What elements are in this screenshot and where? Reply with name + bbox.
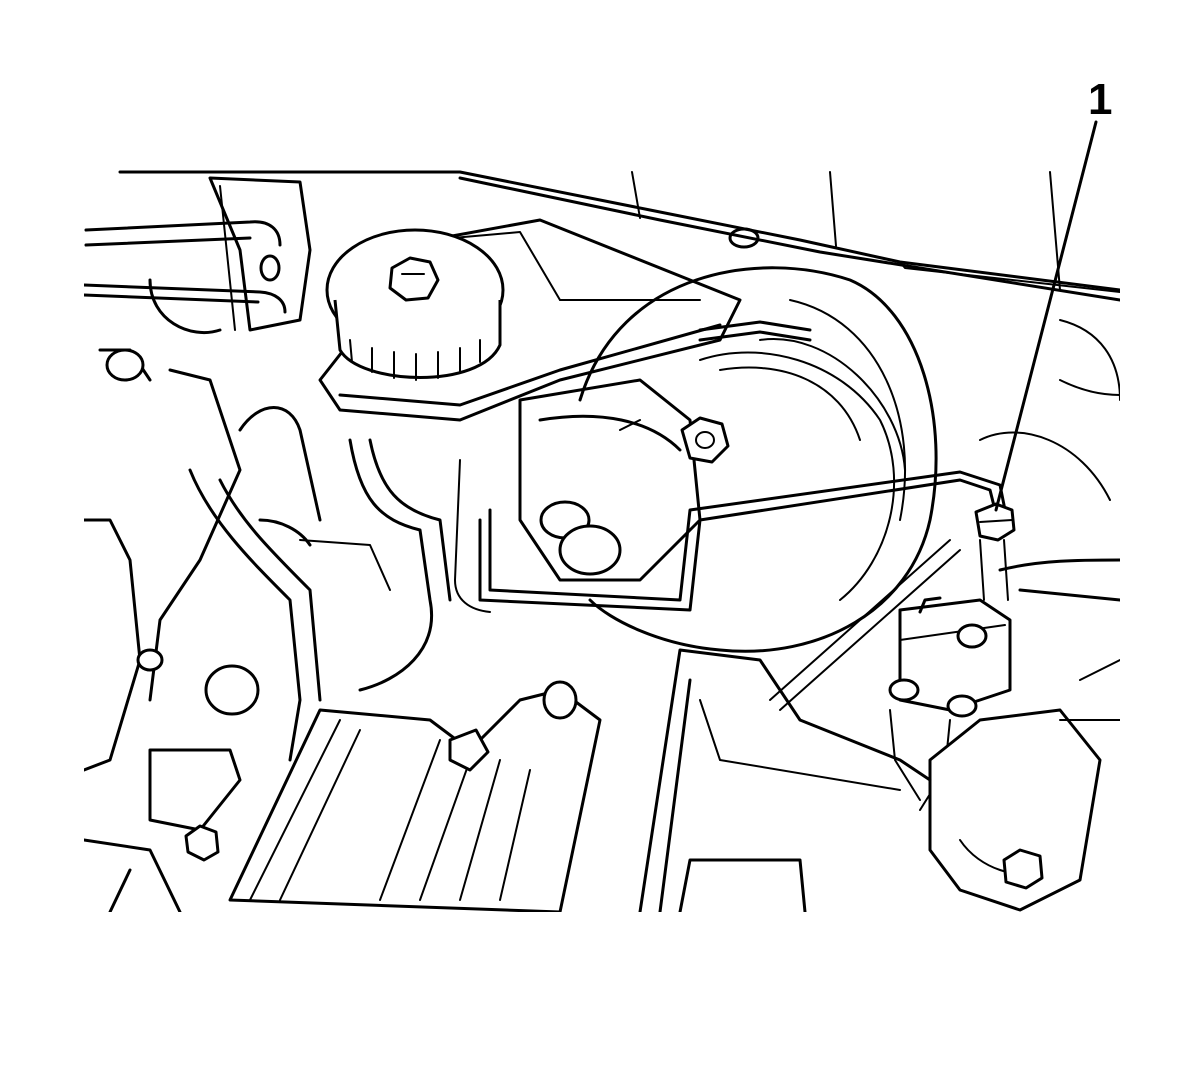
firewall-panel [118, 170, 1120, 401]
master-cylinder [518, 320, 812, 582]
left-hoses [84, 176, 312, 335]
left-engine-components [84, 348, 452, 772]
brake-pipe-fitting [974, 502, 1016, 601]
brake-fluid-reservoir [318, 218, 742, 422]
callout-1: 1 [994, 75, 1112, 512]
callout-leader-line [994, 120, 1098, 512]
fuse-block [84, 680, 602, 912]
brake-booster [578, 266, 938, 653]
engine-mount [928, 431, 1120, 912]
brake-pipes [454, 459, 1007, 811]
callout-label: 1 [1088, 75, 1112, 124]
battery-tray [638, 648, 932, 912]
pressure-modulator-block [888, 596, 1012, 718]
